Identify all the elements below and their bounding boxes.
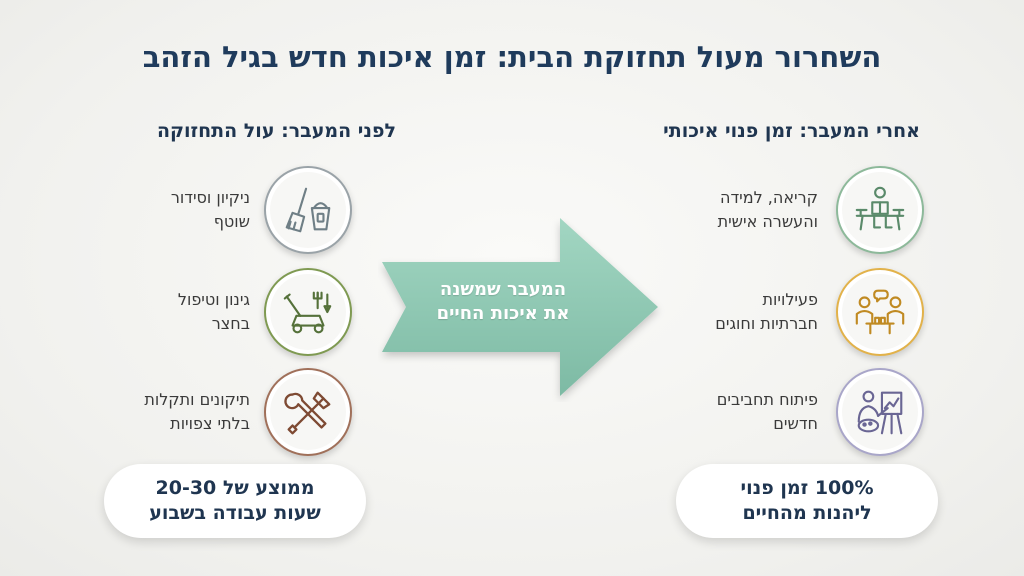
after-item-label: קריאה, למידה והעשרה אישית — [717, 188, 818, 231]
broom-bucket-icon — [264, 166, 352, 254]
social-table-icon — [836, 268, 924, 356]
reading-bench-icon — [836, 166, 924, 254]
after-item-hobbies: פיתוח תחביבים חדשים — [684, 368, 924, 456]
arrow-shape — [382, 218, 658, 396]
page-title: השחרור מעול תחזוקת הבית: זמן איכות חדש ב… — [142, 40, 882, 74]
painter-easel-icon — [836, 368, 924, 456]
arrow-label: המעבר שמשנה את איכות החיים — [436, 279, 570, 324]
after-item-reading: קריאה, למידה והעשרה אישית — [684, 166, 924, 254]
before-summary: ממוצע של 20-30 שעות עבודה בשבוע — [104, 464, 366, 538]
after-item-social: פעילויות חברתיות וחוגים — [684, 268, 924, 356]
before-item-label: תיקונים ותקלות בלתי צפויות — [144, 390, 250, 433]
lawnmower-icon — [264, 268, 352, 356]
after-heading: אחרי המעבר: זמן פנוי איכותי — [663, 120, 920, 142]
before-item-label: גינון וטיפול בחצר — [177, 290, 250, 333]
after-item-label: פעילויות חברתיות וחוגים — [715, 290, 818, 333]
before-item-cleaning: ניקיון וסידור שוטף — [130, 166, 352, 254]
after-item-label: פיתוח תחביבים חדשים — [716, 390, 818, 433]
before-item-repairs: תיקונים ותקלות בלתי צפויות — [130, 368, 352, 456]
after-summary: 100% זמן פנוי ליהנות מהחיים — [676, 464, 938, 538]
before-item-label: ניקיון וסידור שוטף — [170, 188, 250, 231]
wrench-hammer-icon — [264, 368, 352, 456]
before-item-gardening: גינון וטיפול בחצר — [130, 268, 352, 356]
transition-arrow: המעבר שמשנה את איכות החיים — [378, 212, 668, 402]
before-heading: לפני המעבר: עול התחזוקה — [156, 120, 396, 142]
